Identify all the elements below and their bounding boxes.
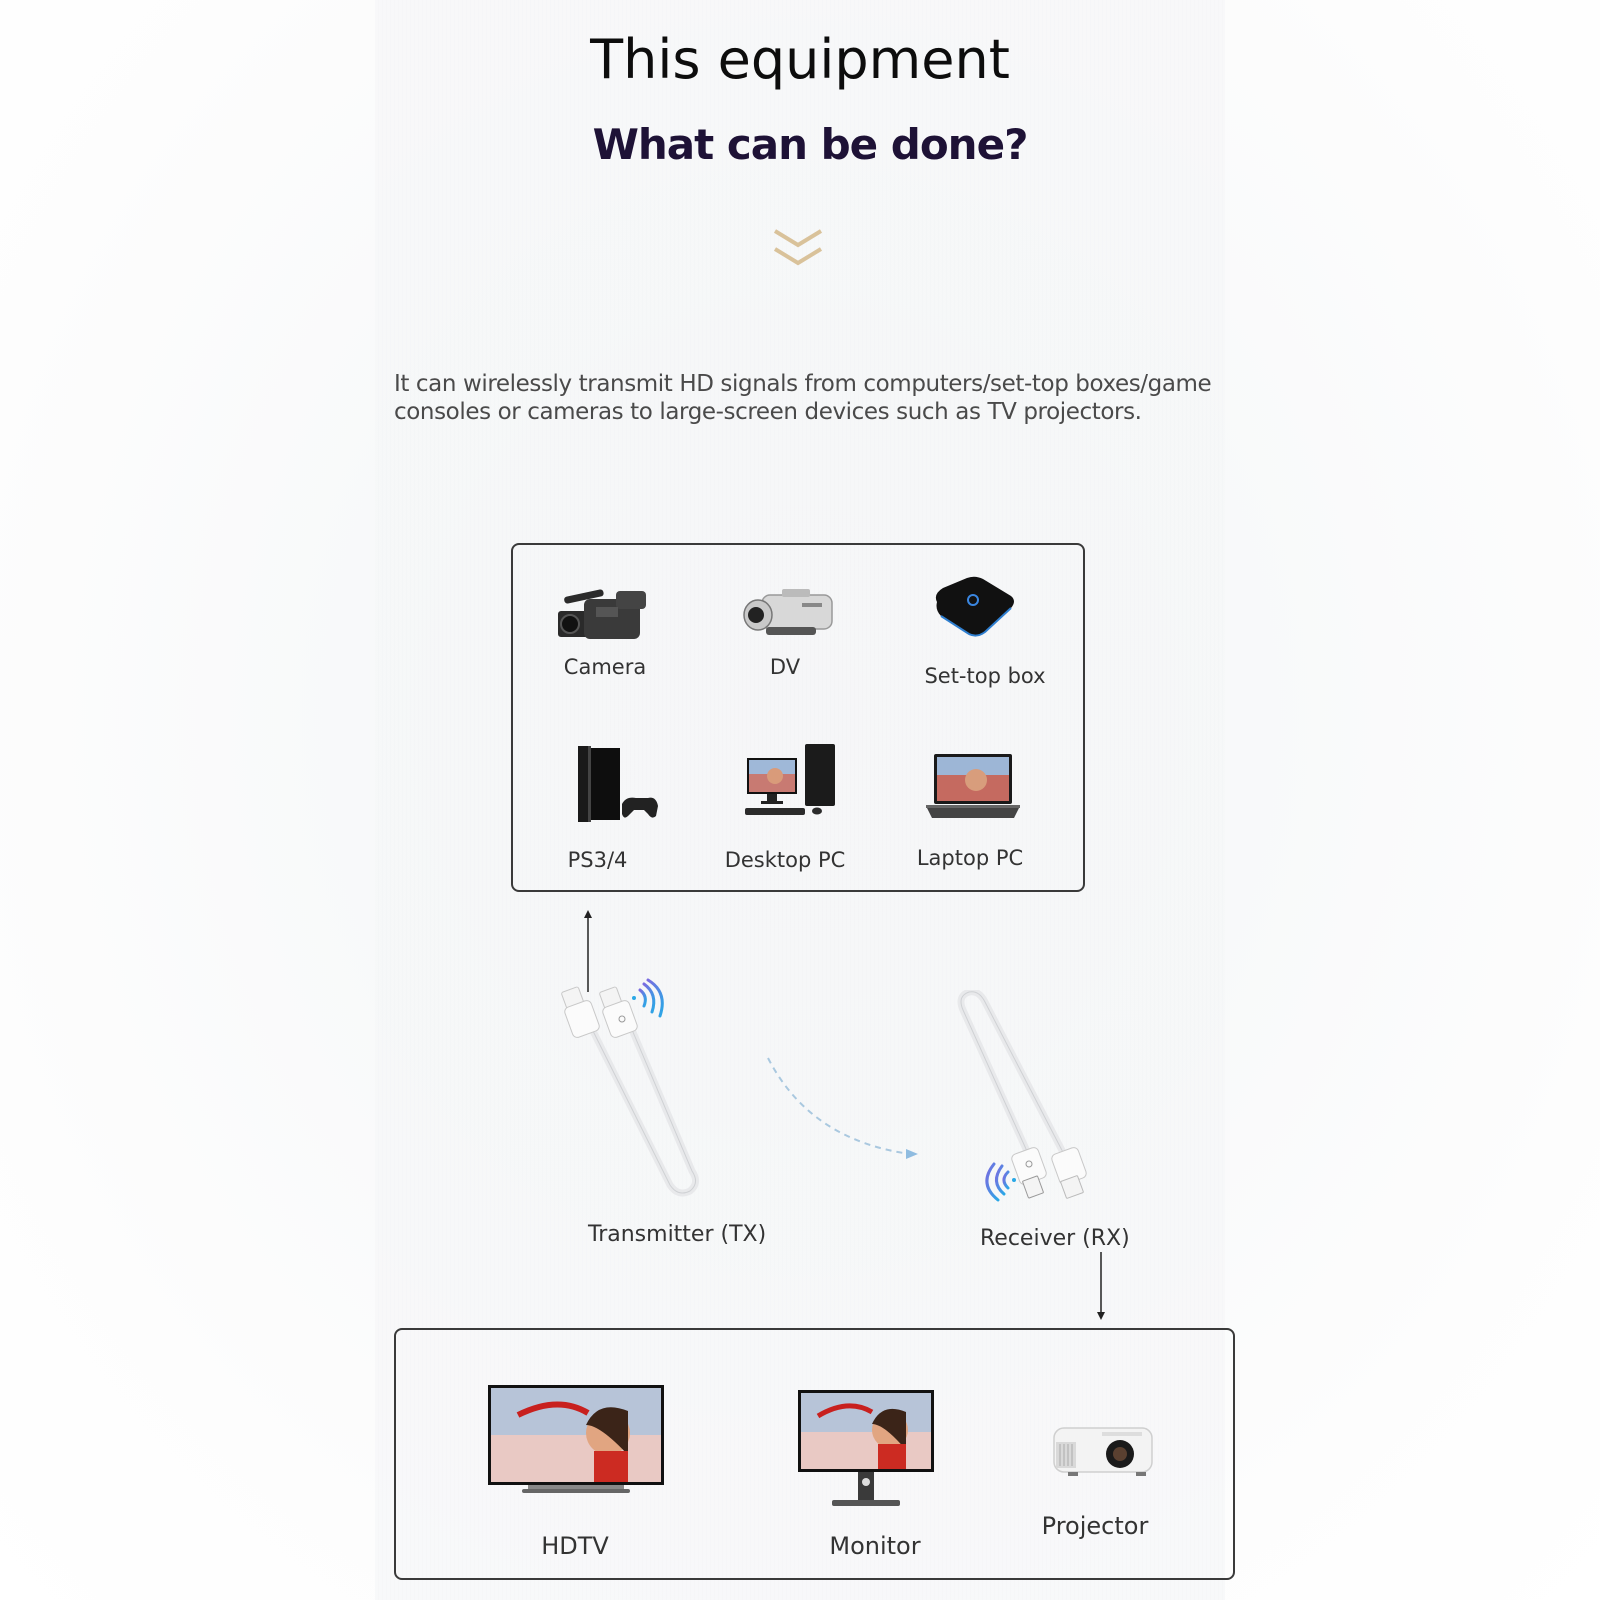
source-device-ps: PS3/4 xyxy=(540,740,658,872)
display-device-hdtv: HDTV xyxy=(485,1380,665,1560)
game-console-icon xyxy=(578,746,658,822)
wireless-signal-icon xyxy=(632,978,664,1018)
source-device-label: Laptop PC xyxy=(916,846,1024,870)
source-device-label: PS3/4 xyxy=(567,848,628,872)
source-device-laptop-pc: Laptop PC xyxy=(900,742,1040,872)
source-device-label: Desktop PC xyxy=(724,848,846,872)
display-devices-box xyxy=(394,1328,1235,1580)
source-devices-box xyxy=(511,543,1085,892)
description-line-1: It can wirelessly transmit HD signals fr… xyxy=(394,371,1212,397)
tv-icon xyxy=(488,1385,664,1493)
receiver-dongle-icon xyxy=(957,990,1087,1199)
handycam-icon xyxy=(743,589,833,635)
source-device-set-top-box: Set-top box xyxy=(905,570,1065,690)
display-device-label: HDTV xyxy=(541,1532,609,1560)
monitor-icon xyxy=(798,1390,934,1506)
projector-icon xyxy=(1053,1427,1153,1476)
display-device-label: Projector xyxy=(1041,1512,1149,1540)
laptop-icon xyxy=(926,754,1020,818)
receiver-label: Receiver (RX) xyxy=(980,1226,1130,1251)
description-line-2: consoles or cameras to large-screen devi… xyxy=(394,399,1142,425)
set-top-box-icon xyxy=(935,576,1014,637)
wireless-signal-icon xyxy=(985,1162,1016,1202)
transmitter-dongle-icon xyxy=(561,986,699,1197)
wireless-transmission-arrow-icon xyxy=(767,1057,918,1159)
description: It can wirelessly transmit HD signals fr… xyxy=(394,370,1234,426)
source-device-desktop-pc: Desktop PC xyxy=(710,742,860,872)
page-title: This equipment xyxy=(590,28,1010,91)
transmitter-label: Transmitter (TX) xyxy=(588,1222,767,1247)
page-subtitle: What can be done? xyxy=(592,120,1029,169)
display-device-monitor: Monitor xyxy=(790,1380,960,1560)
source-device-camera: Camera xyxy=(540,575,670,695)
source-device-label: Set-top box xyxy=(924,664,1046,688)
source-device-dv: DV xyxy=(720,575,850,695)
arrow-up-icon xyxy=(584,910,592,992)
desktop-pc-icon xyxy=(745,744,835,815)
source-device-label: Camera xyxy=(563,655,647,679)
source-device-label: DV xyxy=(769,655,801,679)
display-device-projector: Projector xyxy=(1030,1390,1160,1560)
arrow-down-icon xyxy=(1097,1252,1105,1320)
double-chevron-down-icon xyxy=(773,229,823,266)
display-device-label: Monitor xyxy=(829,1532,921,1560)
camcorder-icon xyxy=(558,589,646,639)
